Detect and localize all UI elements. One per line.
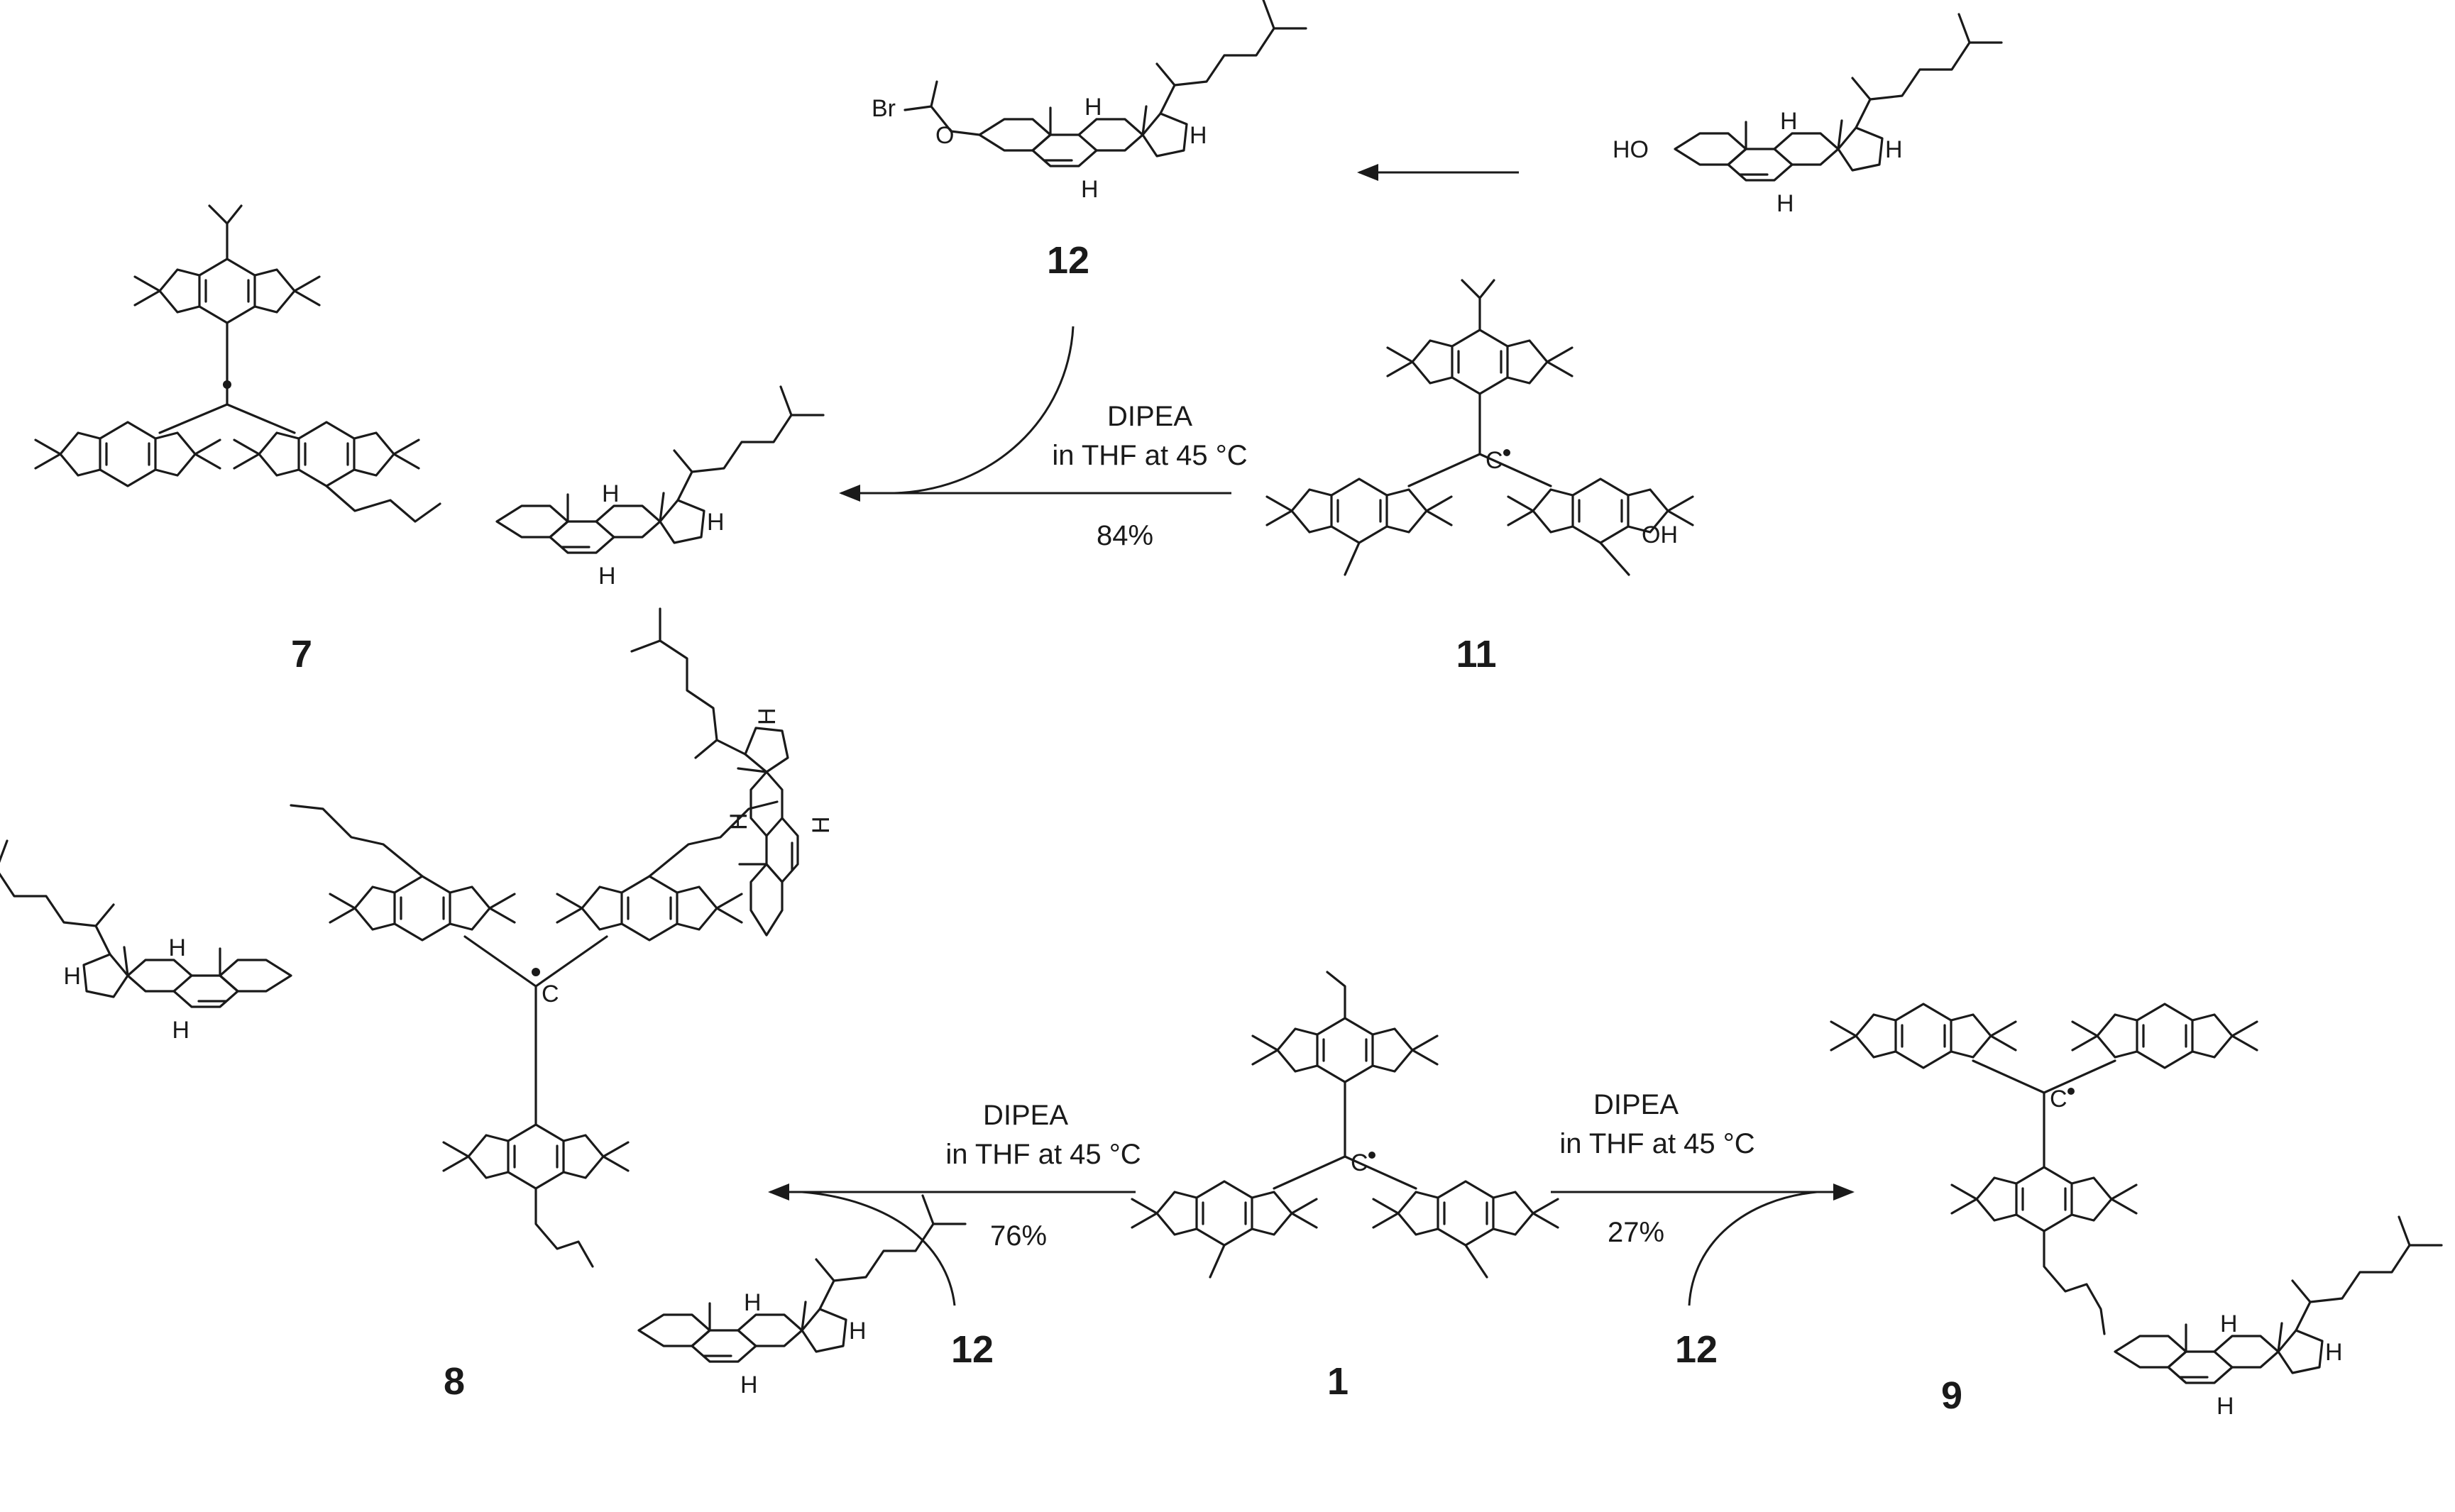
compound-1-structure: C: [1131, 971, 1559, 1279]
conditions-right: in THF at 45 °C: [1559, 1128, 1754, 1159]
reagent-left: DIPEA: [983, 1100, 1068, 1131]
compound-label-12-top: 12: [1047, 239, 1089, 282]
radical-carbon: C: [1485, 447, 1503, 474]
ester-o-label: O: [935, 122, 954, 149]
conditions-left: in THF at 45 °C: [945, 1139, 1141, 1170]
compound-label-12-left: 12: [951, 1328, 994, 1371]
compound-label-8: 8: [444, 1360, 465, 1403]
compound-label-9: 9: [1941, 1374, 1962, 1417]
yield-top: 84%: [1097, 520, 1153, 551]
compound-label-11: 11: [1456, 633, 1496, 675]
curved-arrow-12-top: [894, 326, 1075, 495]
compound-7-structure: [34, 204, 441, 523]
compound-label-1: 1: [1327, 1360, 1349, 1403]
bromine-label: Br: [872, 95, 896, 122]
curved-arrow-12-right: [1688, 1191, 1818, 1306]
cholesterol-structure: HO: [1613, 13, 2003, 219]
radical-carbon-8: C: [542, 981, 559, 1008]
compound-9-structure: C: [1830, 1003, 2258, 1335]
curved-arrow-12-left: [801, 1191, 956, 1306]
hydroxyl-label: HO: [1613, 136, 1649, 163]
reagent-right: DIPEA: [1593, 1089, 1679, 1120]
compound-8-structure: C: [290, 800, 779, 1268]
conditions-top: in THF at 45 °C: [1052, 440, 1247, 471]
yield-right: 27%: [1608, 1217, 1664, 1248]
yield-left: 76%: [990, 1220, 1047, 1252]
radical-carbon-9: C: [2050, 1086, 2067, 1113]
compound-11-structure: C OH: [1265, 279, 1694, 576]
compound-label-7: 7: [291, 633, 312, 675]
acid-oh-label: OH: [1642, 522, 1678, 548]
reagent-top: DIPEA: [1107, 401, 1192, 432]
radical-carbon-1: C: [1351, 1149, 1368, 1176]
compound-label-12-right: 12: [1675, 1328, 1718, 1371]
compound-12-structure: O Br: [872, 0, 1307, 204]
